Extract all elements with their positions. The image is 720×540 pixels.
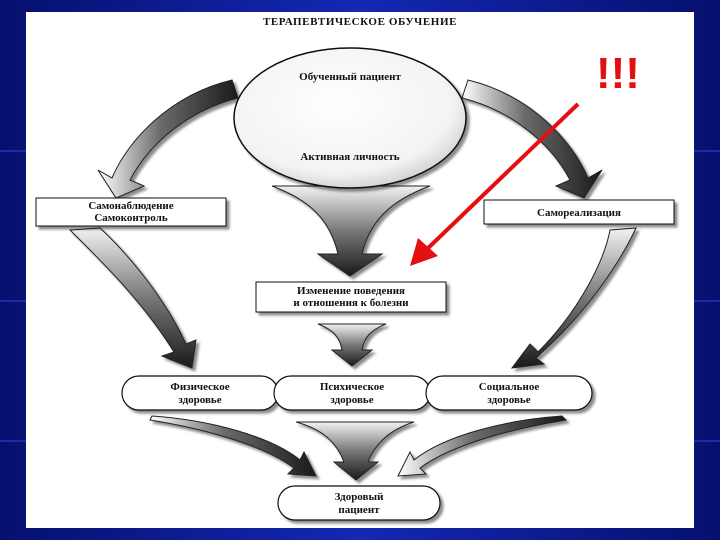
attitude-to-disease-label: и отношения к болезни (293, 297, 409, 309)
funnel-arrow-middle (317, 323, 387, 367)
self-observation-box (35, 197, 227, 227)
curved-arrow-left-down (68, 227, 197, 369)
mental-health-label-2: здоровье (330, 394, 373, 406)
healthy-patient-label-2: пациент (338, 504, 380, 516)
self-realization-box (483, 199, 675, 225)
funnel-arrow-center (271, 185, 431, 277)
social-health-label-2: здоровье (487, 394, 530, 406)
physical-health-label-1: Физическое (170, 381, 229, 393)
red-pointer-arrow (410, 102, 580, 266)
diagram-title: ТЕРАПЕВТИЧЕСКОЕ ОБУЧЕНИЕ (262, 16, 458, 28)
social-health-pill (425, 375, 593, 411)
behavior-change-box (255, 281, 447, 313)
self-observation-label: Самонаблюдение (88, 200, 173, 212)
curved-arrow-bottom-right (397, 415, 568, 477)
healthy-patient-pill (277, 485, 441, 521)
trained-patient-label: Обученный пациент (299, 71, 401, 83)
physical-health-label-2: здоровье (178, 394, 221, 406)
emphasis-marks: !!! (596, 49, 640, 98)
social-health-label-1: Социальное (479, 381, 540, 393)
curved-arrow-right-down (510, 227, 637, 369)
mental-health-label-1: Психическое (320, 381, 384, 393)
funnel-arrow-bottom (295, 421, 415, 481)
trained-patient-circle (233, 47, 467, 189)
curved-arrow-bottom-left (149, 415, 317, 477)
self-realization-label: Самореализация (537, 207, 621, 219)
curved-arrow-left-top (97, 79, 239, 199)
behavior-change-label: Изменение поведения (297, 285, 405, 297)
self-control-label: Самоконтроль (94, 212, 168, 224)
curved-arrow-right-top (461, 79, 603, 199)
healthy-patient-label-1: Здоровый (335, 491, 384, 503)
active-personality-label: Активная личность (300, 151, 399, 163)
